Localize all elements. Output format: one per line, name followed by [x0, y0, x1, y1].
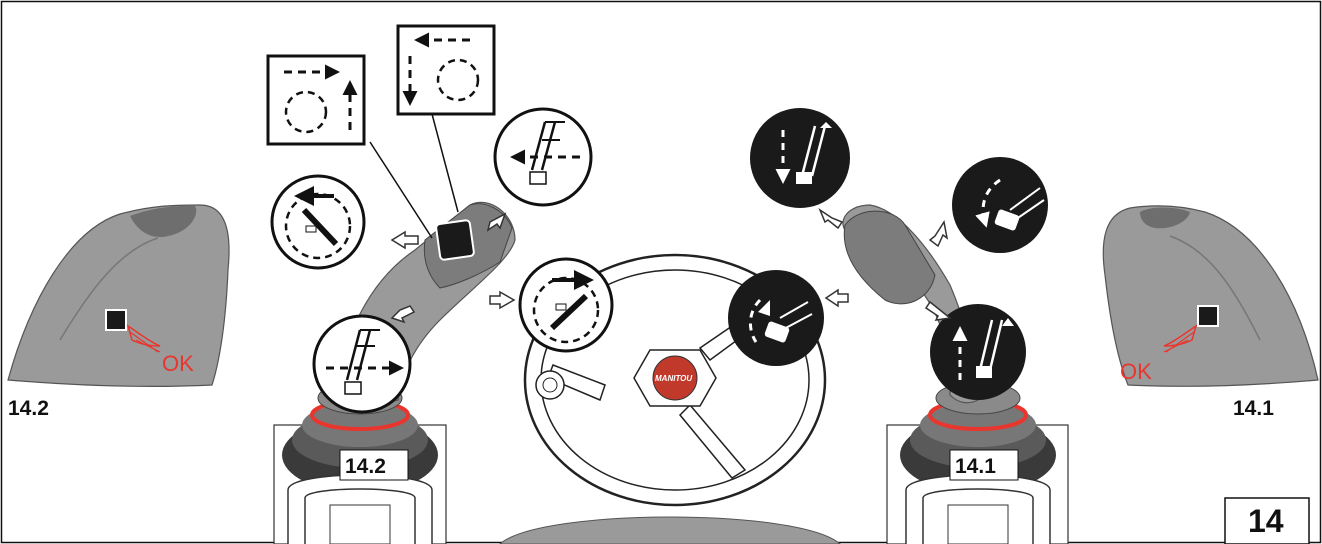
bucket-crowd-dark-icon: [952, 157, 1048, 253]
slew-right-circle-icon: [520, 259, 612, 351]
ok-label-right: OK: [1120, 359, 1152, 384]
rotation-counterclockwise-box-icon: [398, 26, 494, 114]
boom-lower-dark-icon: [750, 108, 850, 208]
steering-brand: MANITOU: [655, 374, 692, 383]
bucket-dump-dark-icon: [728, 270, 824, 366]
rotation-clockwise-box-icon: [268, 56, 364, 144]
boom-retract-circle-icon: [314, 316, 410, 412]
ok-label-left: OK: [162, 351, 194, 376]
grip-label-left: 14.2: [8, 397, 49, 420]
joystick-label-right: 14.1: [955, 455, 996, 478]
figure-number: 14: [1248, 503, 1284, 539]
grip-label-right: 14.1: [1233, 397, 1274, 420]
grip-button-right: [1198, 306, 1218, 326]
joystick-button-left: [436, 220, 475, 260]
boom-extend-circle-icon: [495, 109, 591, 205]
slew-left-circle-icon: [272, 176, 364, 268]
grip-detail-left: OK: [8, 205, 229, 386]
dashboard-top: [500, 517, 840, 544]
grip-button-left: [106, 310, 126, 330]
grip-detail-right: OK: [1103, 206, 1318, 387]
joystick-label-left: 14.2: [345, 455, 386, 478]
